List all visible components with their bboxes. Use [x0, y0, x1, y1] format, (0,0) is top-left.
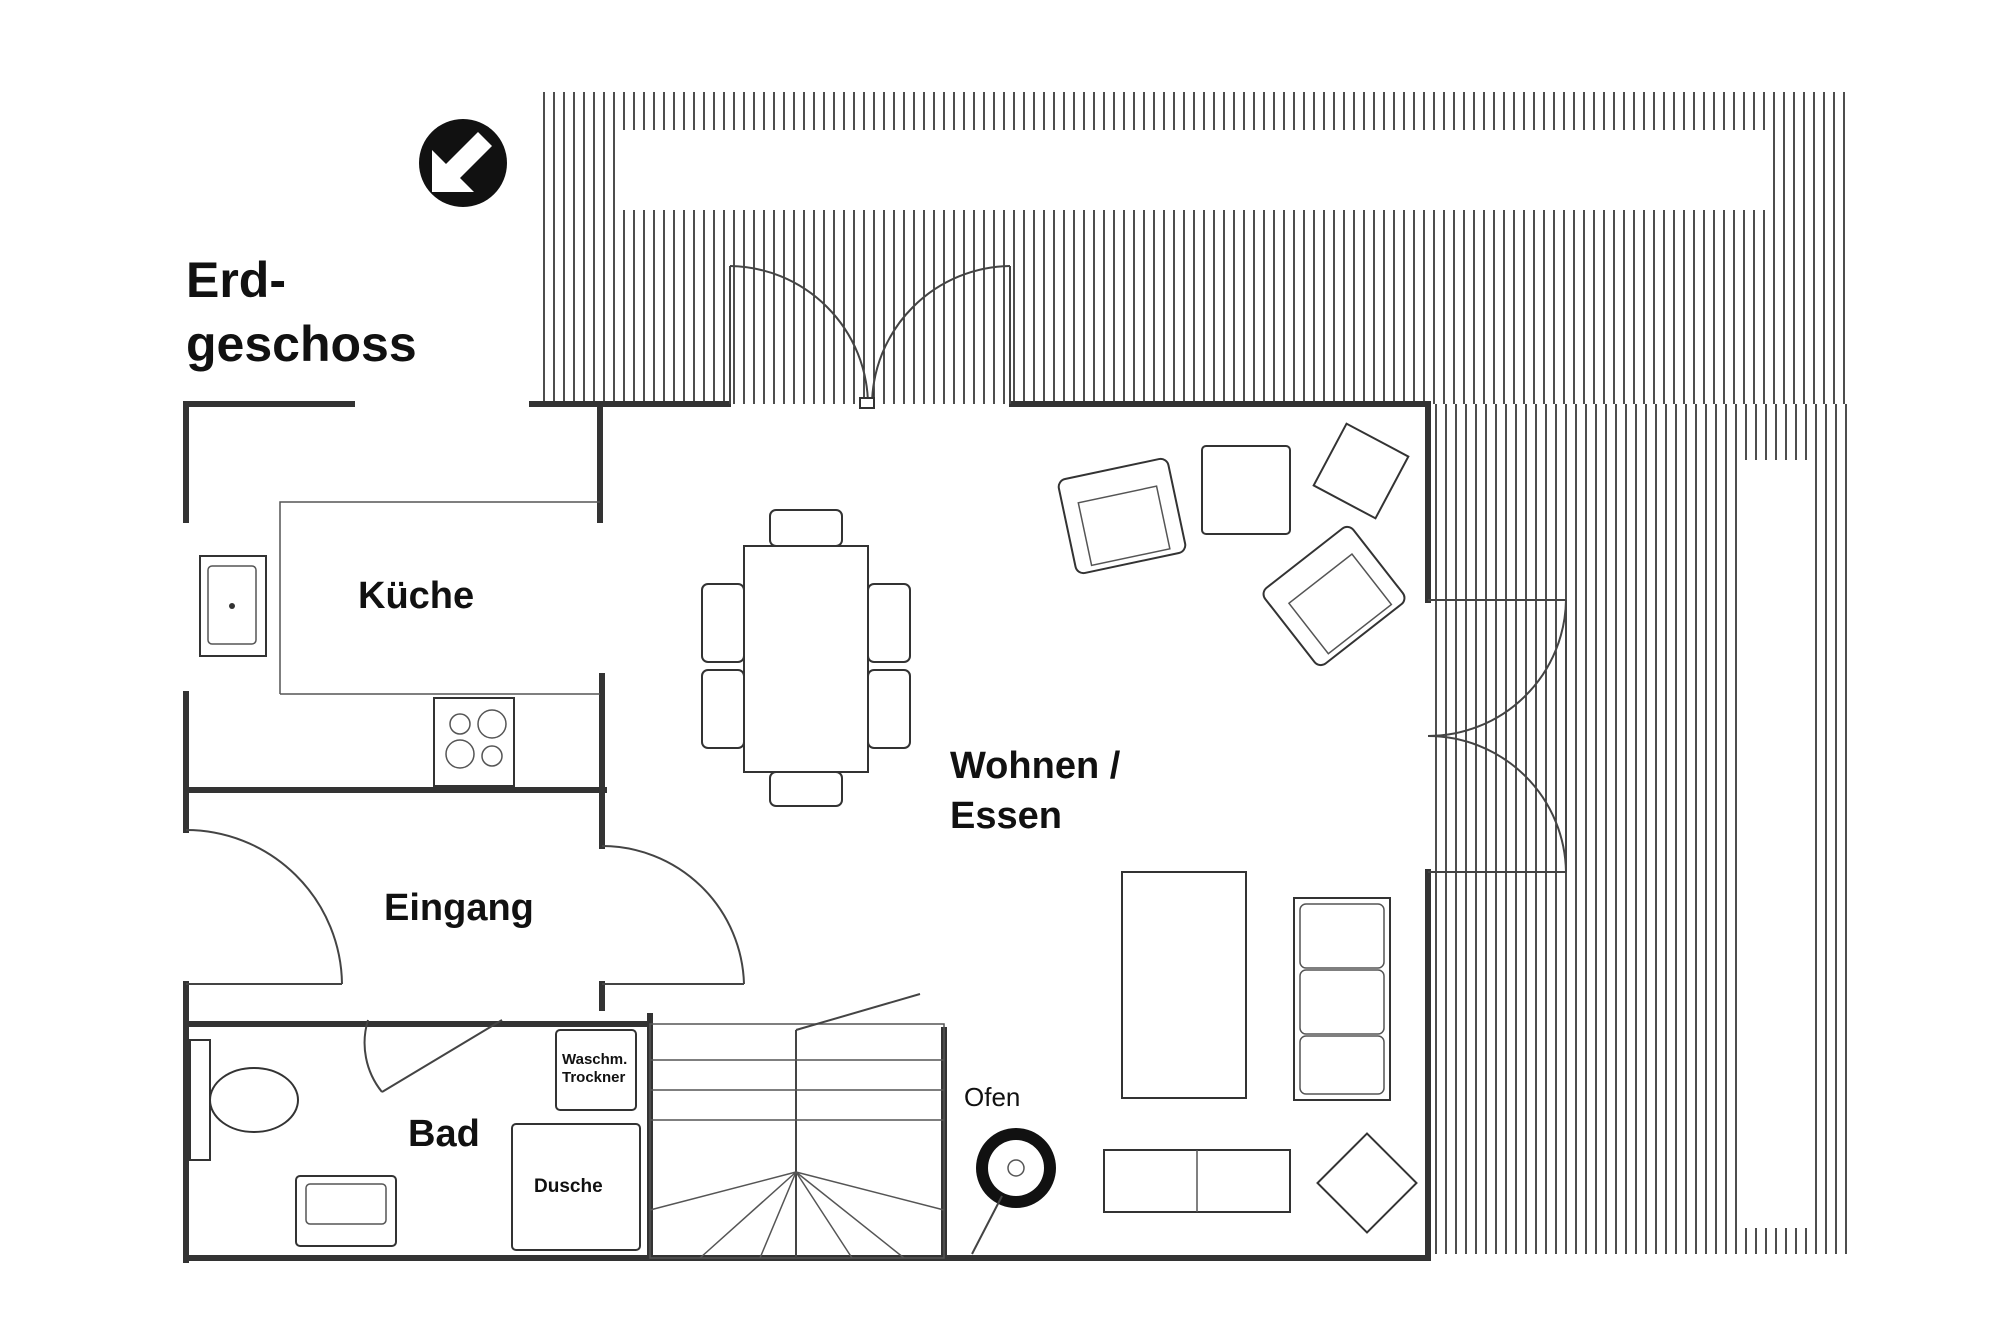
room-label-entrance: Eingang: [384, 887, 534, 929]
terrace-double-door: [729, 265, 1011, 409]
dining-set: [701, 509, 911, 807]
floor-title-line2: geschoss: [186, 316, 417, 372]
bath-door: [363, 1019, 503, 1093]
stair-tread: [699, 1171, 797, 1259]
stair-tread: [649, 1171, 797, 1211]
north-arrow-icon: N: [419, 119, 507, 207]
stove-label: Ofen: [964, 1082, 1020, 1112]
room-label-bath: Bad: [408, 1113, 480, 1155]
sideboard: [1103, 1132, 1418, 1234]
stair-tread: [795, 1171, 853, 1259]
sofa-set: [1121, 871, 1391, 1101]
staircase: [649, 993, 945, 1259]
bath-fixtures: [189, 1029, 641, 1251]
washer-label-2: Trockner: [562, 1069, 626, 1086]
stair-tread: [795, 1171, 905, 1259]
room-label-living-2: Essen: [950, 795, 1062, 837]
terrace-decking: [543, 92, 1847, 1254]
east-double-door: [1427, 599, 1567, 873]
room-label-kitchen: Küche: [358, 575, 474, 617]
shower-label: Dusche: [534, 1176, 603, 1197]
stair-tread: [759, 1171, 797, 1259]
floor-title-line1: Erd-: [186, 252, 286, 308]
floor-title: Erd- geschoss: [186, 248, 417, 376]
room-label-living-1: Wohnen /: [950, 745, 1121, 787]
lounge-chairs: [1057, 422, 1410, 667]
stove-icon: [971, 1128, 1056, 1255]
kitchen-counter: [199, 501, 600, 787]
stair-tread: [795, 1171, 945, 1211]
washer-label-1: Waschm.: [562, 1051, 627, 1068]
entrance-doors: [185, 829, 745, 985]
